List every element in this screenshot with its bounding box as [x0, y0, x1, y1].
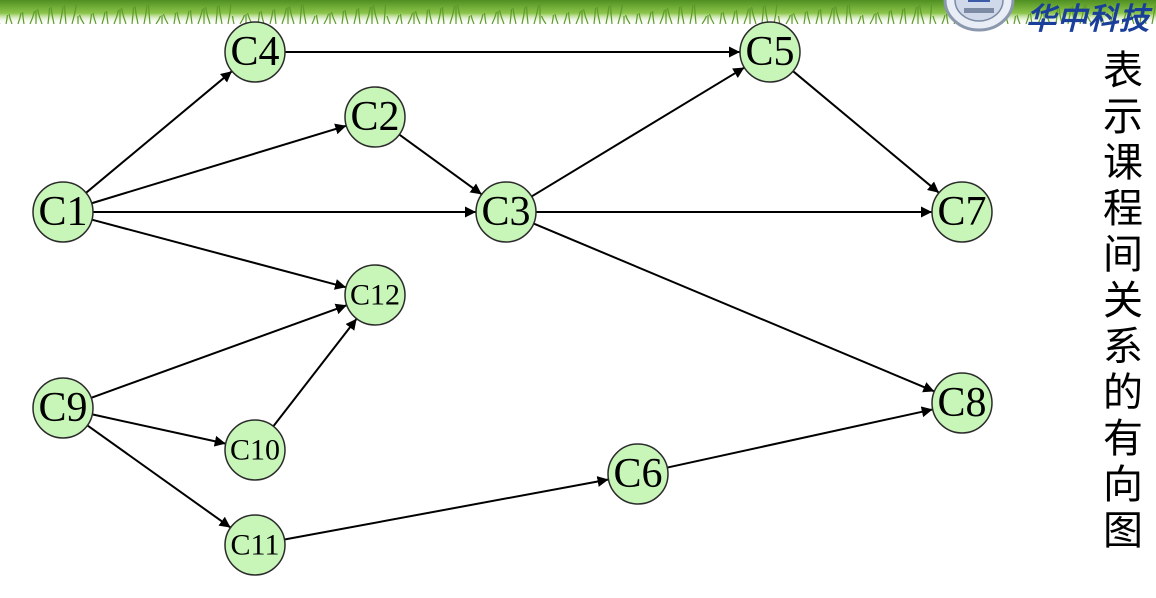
node-circle [224, 514, 286, 576]
university-seal-icon [943, 0, 1015, 32]
edge-c6-to-c8 [667, 406, 933, 469]
caption-char: 关 [1103, 278, 1143, 324]
edge-c3-to-c5 [531, 66, 745, 198]
edge-c5-to-c7 [792, 70, 940, 194]
node-circle [224, 21, 286, 83]
edge-c1-to-c2 [91, 123, 347, 205]
caption-char: 示 [1103, 94, 1143, 140]
node-label: C7 [937, 189, 986, 235]
node-c11: C11 [224, 514, 286, 576]
node-circle [931, 181, 993, 243]
node-label: C12 [350, 279, 400, 312]
edge-c1-to-c12 [91, 218, 347, 290]
edges-layer [85, 46, 940, 541]
node-circle [32, 181, 94, 243]
node-label: C6 [613, 451, 662, 497]
node-label: C4 [230, 29, 279, 75]
edge-c11-to-c6 [284, 476, 609, 541]
node-label: C9 [38, 385, 87, 431]
edge-c9-to-c11 [86, 424, 232, 529]
caption-char: 的 [1103, 370, 1143, 416]
node-circle [344, 264, 406, 326]
node-circle [475, 181, 537, 243]
university-logo-text: 华中科技 [1026, 2, 1150, 37]
caption-char: 课 [1103, 140, 1143, 186]
node-circle [931, 372, 993, 434]
node-label: C5 [745, 29, 794, 75]
caption-char: 向 [1103, 462, 1143, 508]
edge-c3-to-c8 [533, 222, 935, 393]
node-c7: C7 [931, 181, 993, 243]
node-label: C8 [937, 380, 986, 426]
node-c8: C8 [931, 372, 993, 434]
vertical-caption: 表示课程间关系的有向图 [1098, 48, 1148, 554]
caption-char: 间 [1103, 232, 1143, 278]
caption-char: 表 [1103, 48, 1143, 94]
edge-c10-to-c12 [272, 318, 358, 427]
edge-c9-to-c12 [90, 303, 348, 399]
node-c5: C5 [739, 21, 801, 83]
caption-char: 系 [1103, 324, 1143, 370]
node-circle [739, 21, 801, 83]
caption-char: 图 [1103, 508, 1143, 554]
node-circle [344, 86, 406, 148]
node-label: C11 [231, 529, 280, 562]
node-c10: C10 [224, 419, 286, 481]
node-circle [607, 443, 669, 505]
node-c2: C2 [344, 86, 406, 148]
node-c1: C1 [32, 181, 94, 243]
node-circle [224, 419, 286, 481]
node-label: C10 [230, 434, 280, 467]
node-c4: C4 [224, 21, 286, 83]
node-label: C1 [38, 189, 87, 235]
edge-c9-to-c10 [92, 413, 226, 447]
node-circle [32, 377, 94, 439]
node-c3: C3 [475, 181, 537, 243]
caption-char: 程 [1103, 186, 1143, 232]
node-c12: C12 [344, 264, 406, 326]
caption-char: 有 [1103, 416, 1143, 462]
node-c9: C9 [32, 377, 94, 439]
node-label: C2 [350, 94, 399, 140]
edge-c2-to-c3 [398, 133, 483, 196]
edge-c1-to-c4 [85, 70, 233, 194]
node-label: C3 [481, 189, 530, 235]
node-c6: C6 [607, 443, 669, 505]
